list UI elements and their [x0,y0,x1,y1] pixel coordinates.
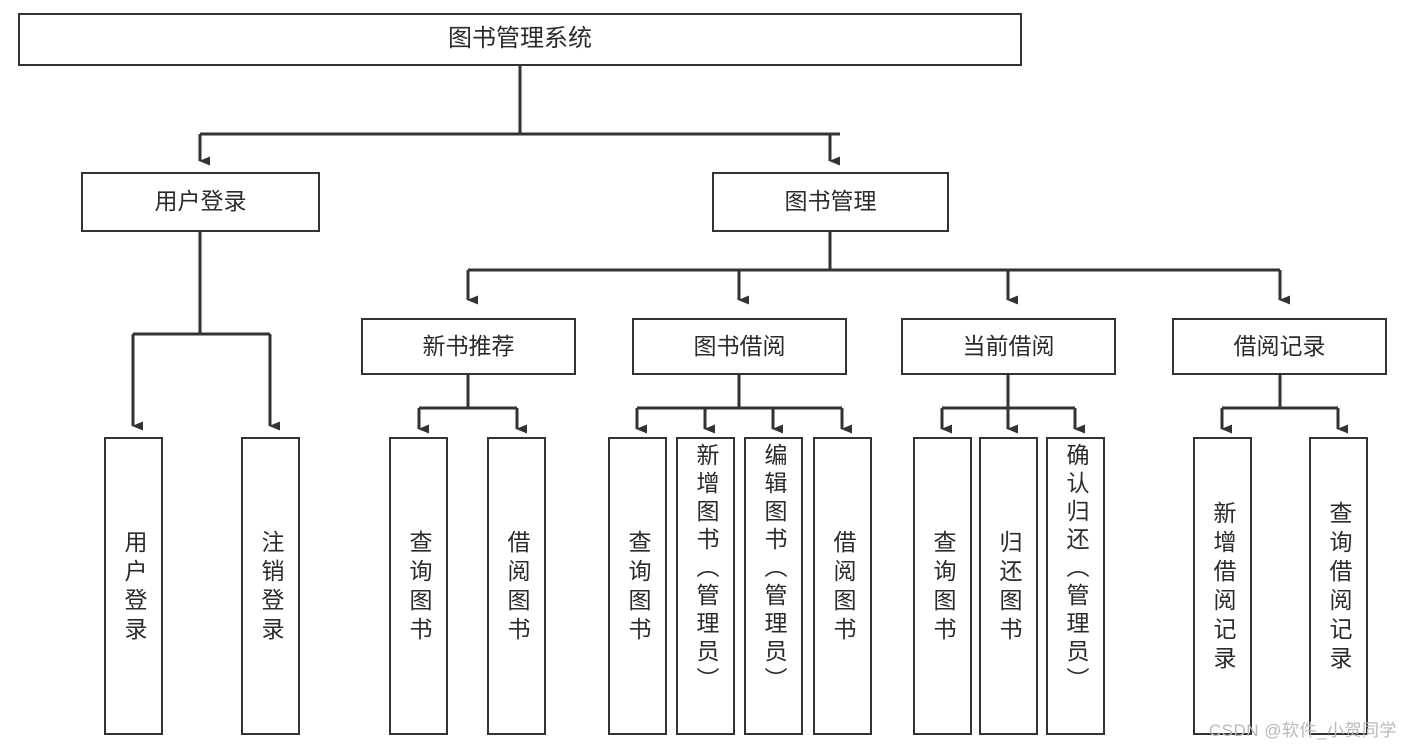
node-label: 当前借阅 [962,332,1055,359]
node-label: 查询图书 [406,530,432,646]
node-label: 注销登录 [258,530,284,646]
node-label: 新增借阅记录 [1210,501,1236,675]
node-system-root[interactable]: 图书管理系统 [18,13,1022,66]
node-current-borrow[interactable]: 当前借阅 [901,318,1116,375]
node-label: 借阅图书 [504,530,530,646]
node-user-login[interactable]: 用户登录 [81,172,320,232]
node-leaf-borrow-book-2[interactable]: 借阅图书 [813,437,872,735]
watermark-text: CSDN @软件_小贺同学 [1208,721,1397,740]
node-label: 图书管理 [784,188,877,215]
node-label: 查询借阅记录 [1326,501,1352,675]
node-leaf-add-book-admin[interactable]: 新增图书（管理员） [676,437,735,735]
node-leaf-return-book[interactable]: 归还图书 [979,437,1038,735]
node-label: 归还图书 [996,530,1022,646]
node-label: 图书借阅 [693,332,786,359]
node-leaf-query-borrow-record[interactable]: 查询借阅记录 [1309,437,1368,735]
node-leaf-add-borrow-record[interactable]: 新增借阅记录 [1193,437,1252,735]
node-leaf-query-book-2[interactable]: 查询图书 [608,437,667,735]
node-label: 用户登录 [121,530,147,646]
node-borrow-record[interactable]: 借阅记录 [1172,318,1387,375]
node-label: 用户登录 [154,188,247,215]
node-leaf-logout-login[interactable]: 注销登录 [241,437,300,735]
node-label: 查询图书 [930,530,956,646]
node-label: 借阅图书 [830,530,856,646]
node-leaf-query-book-1[interactable]: 查询图书 [389,437,448,735]
node-label: 编辑图书（管理员） [761,443,787,695]
node-leaf-edit-book-admin[interactable]: 编辑图书（管理员） [744,437,803,735]
node-label: 图书管理系统 [448,25,592,53]
node-book-management[interactable]: 图书管理 [712,172,949,232]
node-leaf-borrow-book-1[interactable]: 借阅图书 [487,437,546,735]
node-label: 确认归还（管理员） [1063,443,1089,695]
node-label: 新书推荐 [422,332,515,359]
node-label: 新增图书（管理员） [693,443,719,695]
node-book-borrow[interactable]: 图书借阅 [632,318,847,375]
node-new-book-recommend[interactable]: 新书推荐 [361,318,576,375]
node-leaf-confirm-return-admin[interactable]: 确认归还（管理员） [1046,437,1105,735]
node-leaf-query-book-3[interactable]: 查询图书 [913,437,972,735]
node-label: 借阅记录 [1233,332,1326,359]
node-label: 查询图书 [625,530,651,646]
node-leaf-user-login[interactable]: 用户登录 [104,437,163,735]
